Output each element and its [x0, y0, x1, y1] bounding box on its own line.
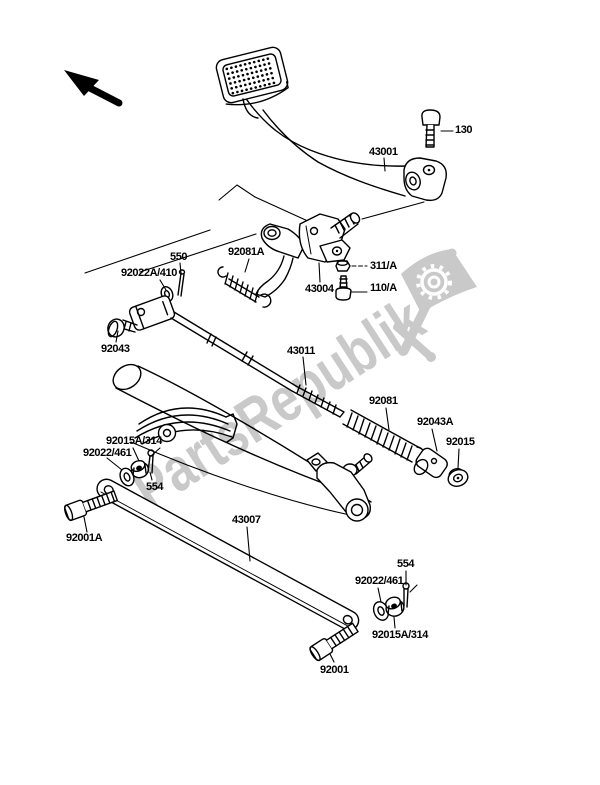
part-label-554-lower: 554: [397, 558, 415, 570]
part-label-92043: 92043: [101, 343, 130, 355]
part-label-92043A: 92043A: [417, 416, 454, 428]
bolt-92001-drawing: [309, 622, 359, 662]
rod-43011-drawing: [170, 311, 345, 418]
bolt-92001A-drawing: [63, 490, 119, 522]
part-label-92081A: 92081A: [228, 246, 265, 258]
spring-92081-drawing: [342, 409, 426, 464]
nut-92015A-314-lower-drawing: [385, 596, 405, 617]
joint-92043A-drawing: [413, 447, 448, 479]
part-label-550: 550: [170, 251, 188, 263]
part-label-92001A: 92001A: [66, 532, 103, 544]
nut-92015A-314-upper-drawing: [130, 459, 150, 479]
part-label-92015A-314-upper: 92015A/314: [106, 435, 162, 447]
watermark: PartsRepublik: [120, 248, 477, 524]
cam-lever-drawing: [306, 452, 373, 522]
bolt-110A-drawing: [335, 275, 352, 301]
bolt-130-drawing: [421, 109, 441, 148]
torque-link-43007-drawing: [96, 478, 360, 631]
part-label-92022A-410: 92022A/410: [121, 267, 177, 279]
brake-pedal-drawing: [215, 46, 447, 202]
part-label-43011: 43011: [287, 345, 315, 357]
part-label-43001: 43001: [369, 146, 398, 158]
clevis-92043-drawing: [107, 295, 176, 338]
part-label-554-upper: 554: [146, 481, 164, 493]
part-label-43007: 43007: [232, 514, 261, 526]
nut-311A-drawing: [335, 260, 351, 272]
part-label-92001: 92001: [320, 664, 349, 676]
part-label-92022-461-upper: 92022/461: [83, 447, 132, 459]
part-label-92022-461-lower: 92022/461: [355, 575, 404, 587]
part-label-92081: 92081: [369, 395, 398, 407]
direction-arrow-icon: [64, 70, 123, 107]
nut-92015-drawing: [447, 468, 469, 487]
leader-lines-pedal-pivot: [218, 184, 425, 223]
part-label-311A: 311/A: [370, 260, 397, 272]
watermark-logo flag-gear-wrench-icon: [393, 248, 477, 362]
part-label-130: 130: [455, 124, 473, 136]
washer-92022-461-upper-drawing: [119, 467, 135, 487]
part-label-43004: 43004: [305, 283, 334, 295]
spring-92081A-drawing: [217, 266, 272, 308]
part-label-110A: 110/A: [370, 282, 397, 294]
leader-lines: [83, 130, 460, 663]
swingarm-drawing: [112, 363, 372, 516]
pivot-shaft-43004-drawing: [255, 212, 361, 298]
part-label-92015A-314-lower: 92015A/314: [372, 629, 428, 641]
cotter-pin-550-drawing: [177, 269, 186, 297]
part-label-92015: 92015: [446, 436, 475, 448]
cotter-pin-554-lower-drawing: [402, 582, 418, 608]
leader-lines-clevis: [84, 229, 257, 274]
